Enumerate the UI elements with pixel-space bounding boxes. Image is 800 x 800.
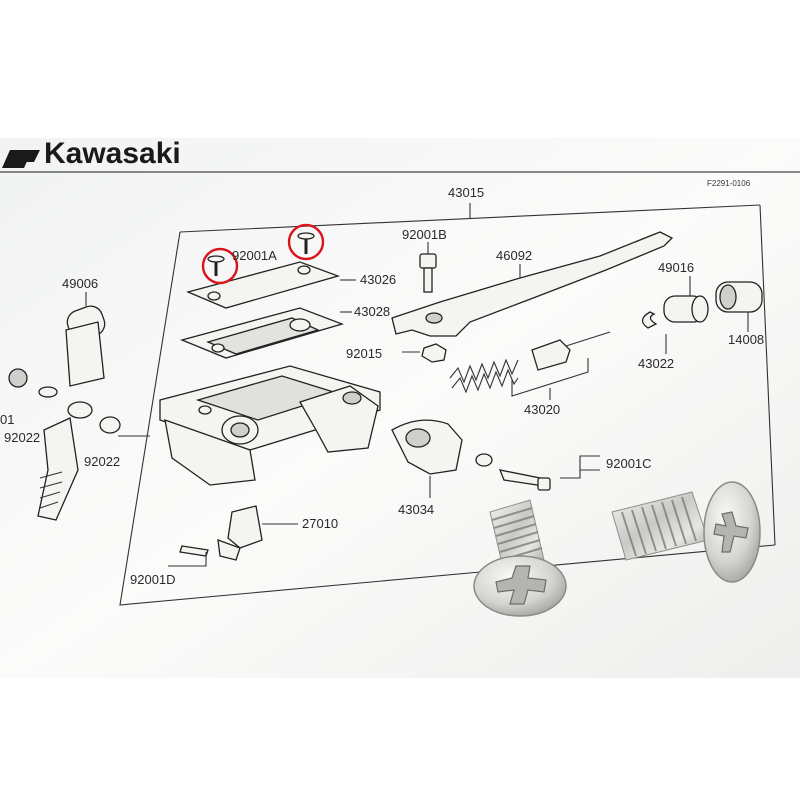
label-92001a: 92001A (232, 248, 277, 263)
dust-boot-part (641, 295, 709, 329)
screw-photo-right (611, 481, 761, 583)
label-49006: 49006 (62, 276, 98, 291)
label-92022-center: 92022 (84, 454, 120, 469)
part-labels: 43015 92001B 46092 49016 92001A 43026 43… (0, 185, 764, 587)
label-92001-partial: 01 (0, 412, 14, 427)
label-92001b: 92001B (402, 227, 447, 242)
label-43028: 43028 (354, 304, 390, 319)
brake-switch-part (179, 505, 263, 561)
assembly-frame (119, 203, 776, 606)
nut-part (421, 343, 447, 363)
master-cylinder-body-part (159, 365, 381, 486)
highlight-circle-left (201, 247, 239, 285)
piston-assembly-part (449, 331, 611, 400)
label-92001c: 92001C (606, 456, 652, 471)
screw-photo-left (473, 499, 567, 617)
label-43022: 43022 (638, 356, 674, 371)
label-43020: 43020 (524, 402, 560, 417)
paper-sheet (0, 138, 800, 678)
reservoir-cap-part (185, 261, 341, 309)
cap-screw-right-part (297, 232, 315, 254)
label-92001d: 92001D (130, 572, 176, 587)
label-14008: 14008 (728, 332, 764, 347)
banjo-fitting-part (8, 305, 121, 521)
brand-name: Kawasaki (44, 137, 181, 170)
highlight-circle-right (287, 223, 325, 261)
drawing-code: F2291-0106 (707, 179, 751, 188)
label-43015: 43015 (448, 185, 484, 200)
label-43034: 43034 (398, 502, 434, 517)
label-92015: 92015 (346, 346, 382, 361)
brake-lever-part (391, 231, 674, 337)
label-92022-left: 92022 (4, 430, 40, 445)
kawasaki-logo (2, 150, 40, 168)
label-49016: 49016 (658, 260, 694, 275)
label-46092: 46092 (496, 248, 532, 263)
label-43026: 43026 (360, 272, 396, 287)
table-surface (0, 678, 800, 800)
clamp-part (391, 419, 551, 491)
diaphragm-part (179, 307, 345, 359)
label-27010: 27010 (302, 516, 338, 531)
clevis-part (715, 281, 763, 313)
cap-screw-left-part (207, 255, 225, 276)
leader-lines (85, 242, 749, 567)
